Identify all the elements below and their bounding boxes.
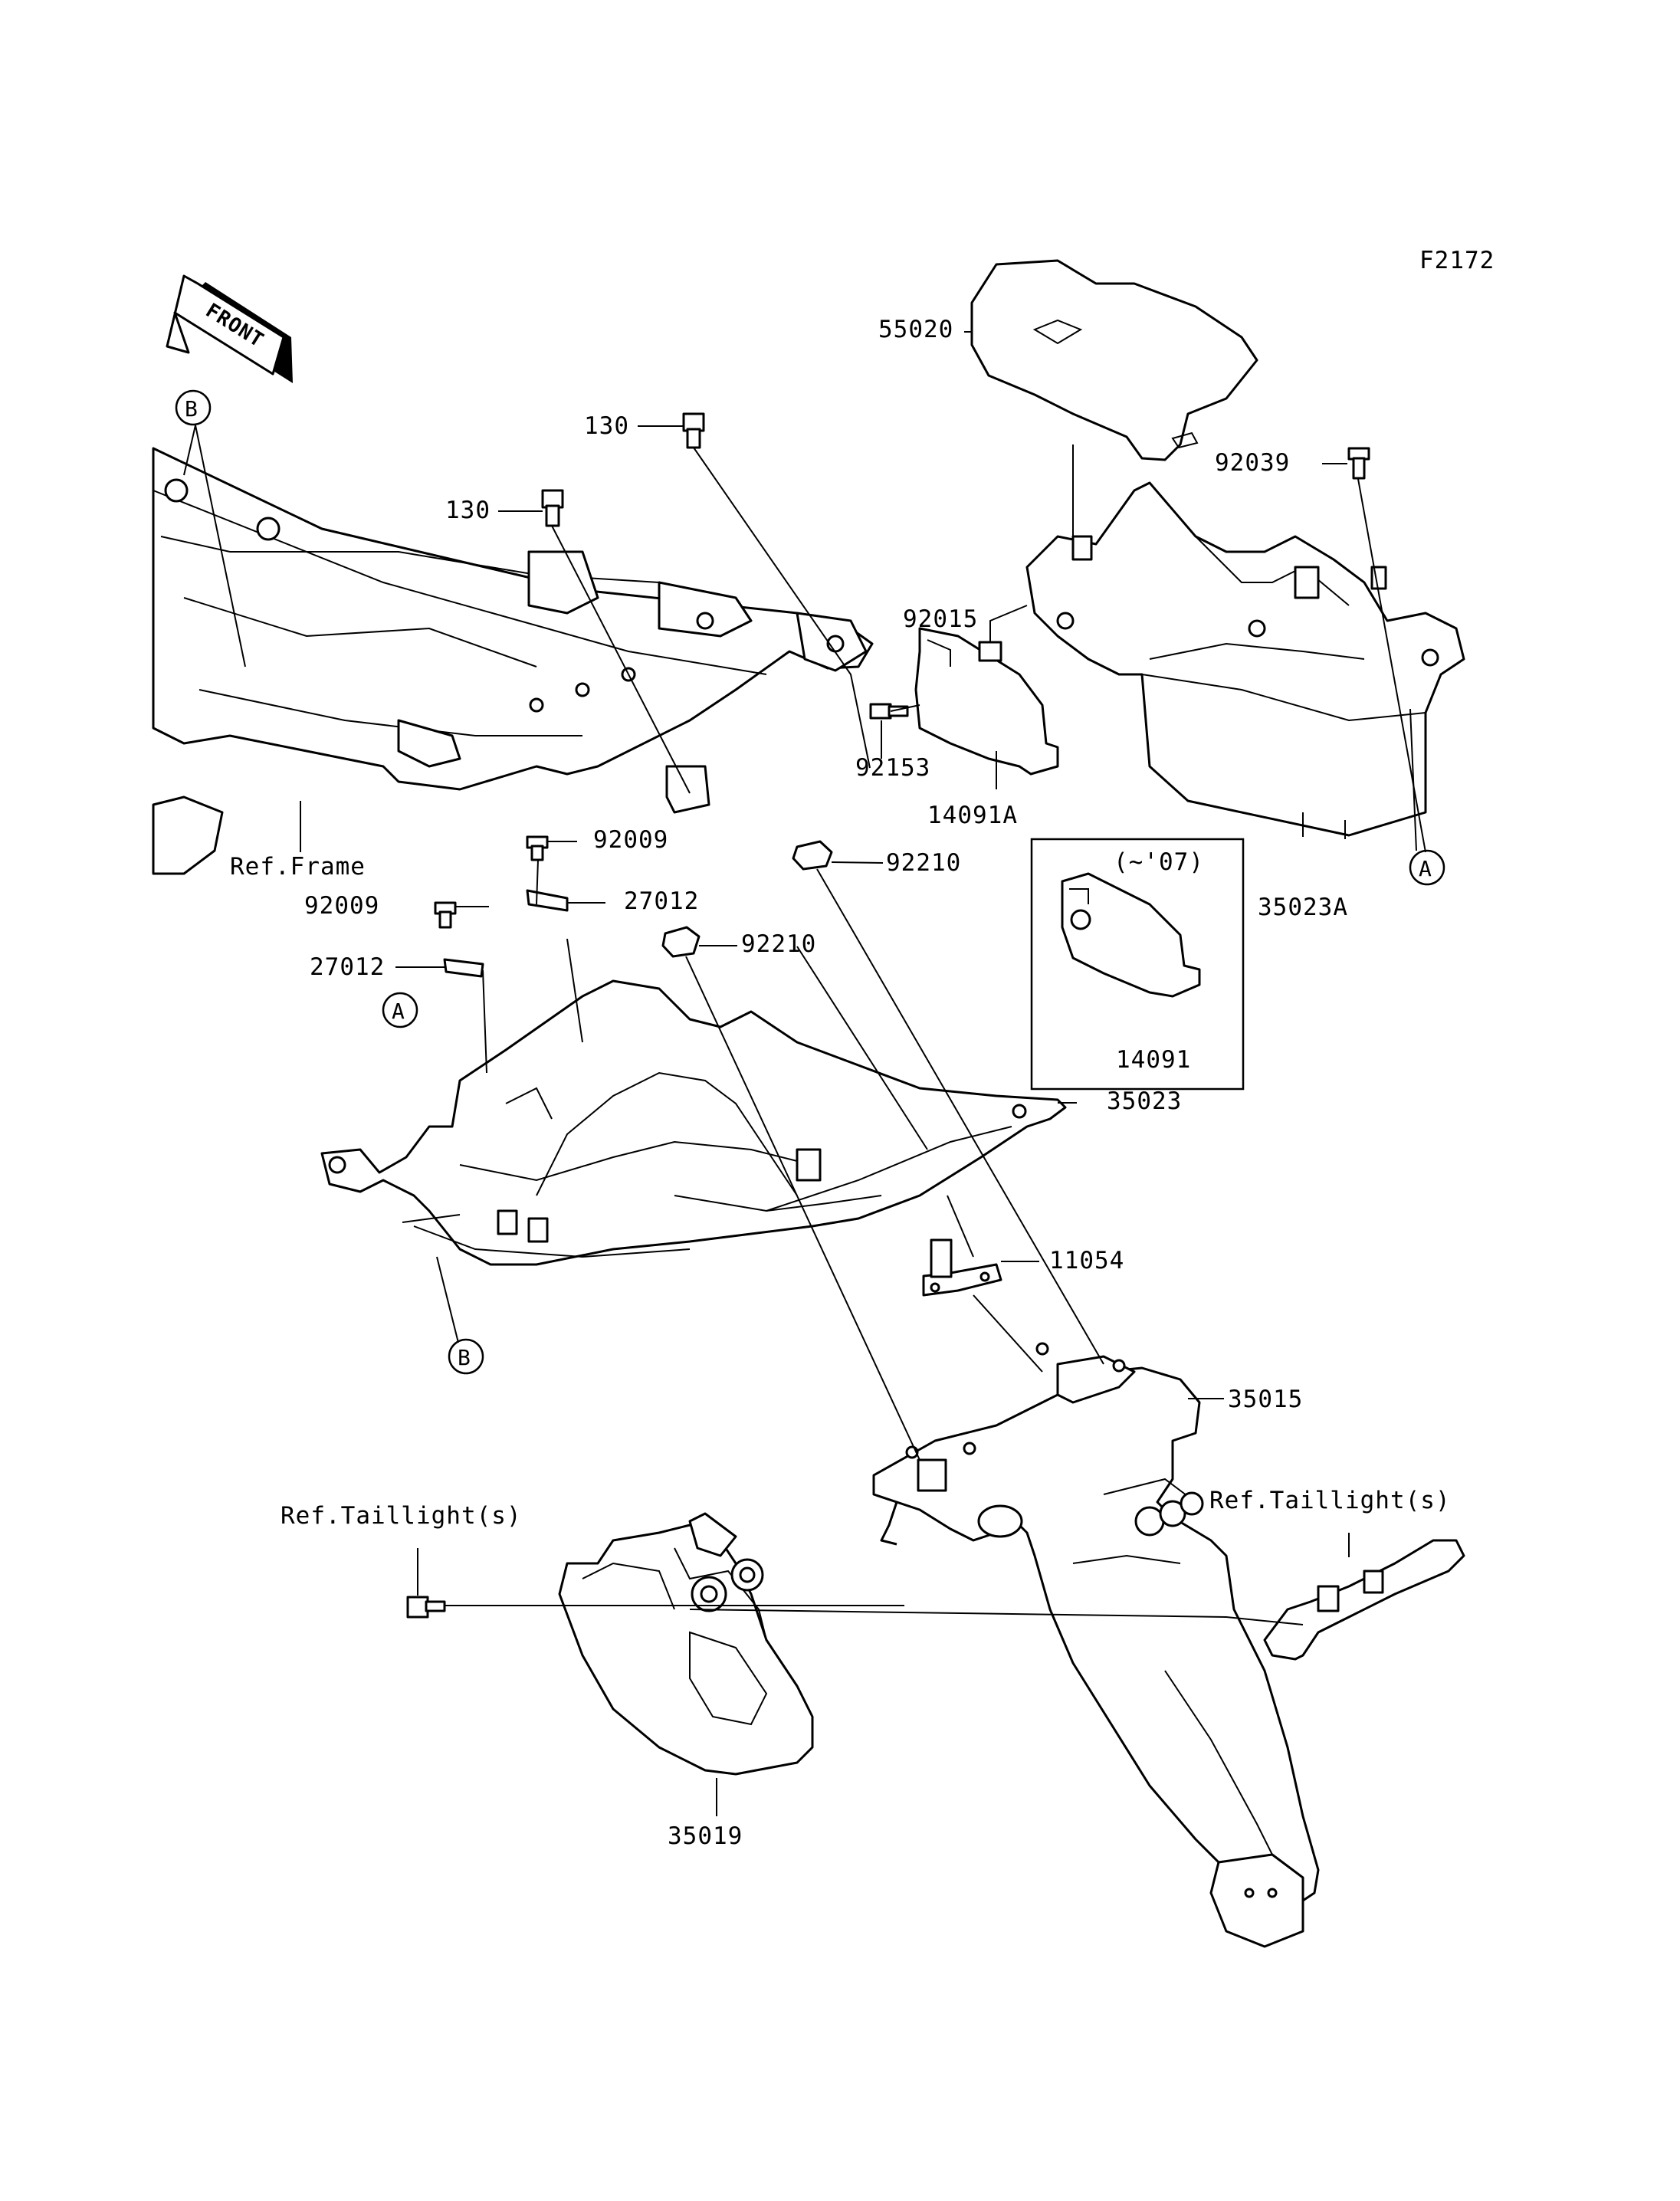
seat-tray-55020 <box>970 259 1258 461</box>
inset-note: (~'07) <box>1114 848 1204 876</box>
callout-92153: 92153 <box>855 754 930 782</box>
clip-27012-upper <box>526 889 569 912</box>
screw-taillight-left <box>406 1596 446 1619</box>
marker-b-bottom: B <box>448 1338 484 1375</box>
callout-35023A: 35023A <box>1258 894 1348 921</box>
callout-92009-upper: 92009 <box>593 826 668 854</box>
leader-lines <box>183 331 1426 1816</box>
bracket-11054 <box>922 1238 1002 1297</box>
callout-14091A: 14091A <box>927 802 1018 829</box>
ref-taillight-right-label: Ref.Taillight(s) <box>1209 1487 1451 1514</box>
callout-27012-lower: 27012 <box>310 953 385 981</box>
screw-92153 <box>869 703 909 720</box>
callout-92210-right: 92210 <box>886 849 961 877</box>
callout-92210-left: 92210 <box>741 930 816 958</box>
ref-taillight-left-label: Ref.Taillight(s) <box>281 1502 522 1530</box>
inset-early-model <box>1030 838 1245 1091</box>
callout-130-upper: 130 <box>584 412 629 440</box>
callout-35023: 35023 <box>1107 1087 1182 1115</box>
rear-fender-35023 <box>320 979 1067 1266</box>
marker-b-top: B <box>175 389 212 426</box>
nut-92210-right <box>792 840 833 871</box>
callout-92039: 92039 <box>1215 449 1290 477</box>
callout-130-lower: 130 <box>445 497 491 524</box>
callout-35015: 35015 <box>1228 1386 1303 1413</box>
svg-text:A: A <box>1419 856 1432 881</box>
callout-55020: 55020 <box>878 316 953 343</box>
callout-92015: 92015 <box>903 605 978 633</box>
callout-27012-upper: 27012 <box>624 887 699 915</box>
callout-14091: 14091 <box>1116 1046 1191 1074</box>
callout-35019: 35019 <box>668 1822 743 1850</box>
svg-text:A: A <box>392 999 405 1024</box>
clip-92039 <box>1347 447 1370 480</box>
bolt-92009-lower <box>434 901 457 929</box>
marker-a-right: A <box>1409 849 1445 886</box>
figure-code: F2172 <box>1419 247 1495 274</box>
bolt-130-lower <box>541 489 564 527</box>
frame-assembly <box>152 447 874 875</box>
rear-fender-35015 <box>872 1342 1320 1948</box>
taillight-bracket-right <box>1263 1539 1465 1661</box>
cover-14091A <box>914 627 1059 776</box>
taillight-cover-35019 <box>558 1512 814 1776</box>
marker-a-left: A <box>382 992 418 1028</box>
battery-case-35023A <box>1025 481 1465 837</box>
front-arrow-icon: FRONT <box>166 274 293 383</box>
ref-frame-label: Ref.Frame <box>230 853 366 881</box>
bolt-92009-upper <box>526 835 549 861</box>
callout-11054: 11054 <box>1049 1247 1124 1274</box>
svg-text:B: B <box>185 396 199 422</box>
bolt-130-upper <box>682 412 705 449</box>
clip-27012-lower <box>443 958 484 978</box>
nut-92210-left <box>661 926 701 958</box>
svg-text:B: B <box>458 1345 471 1370</box>
collar-92015 <box>978 641 1002 662</box>
callout-92009-lower: 92009 <box>304 892 379 920</box>
